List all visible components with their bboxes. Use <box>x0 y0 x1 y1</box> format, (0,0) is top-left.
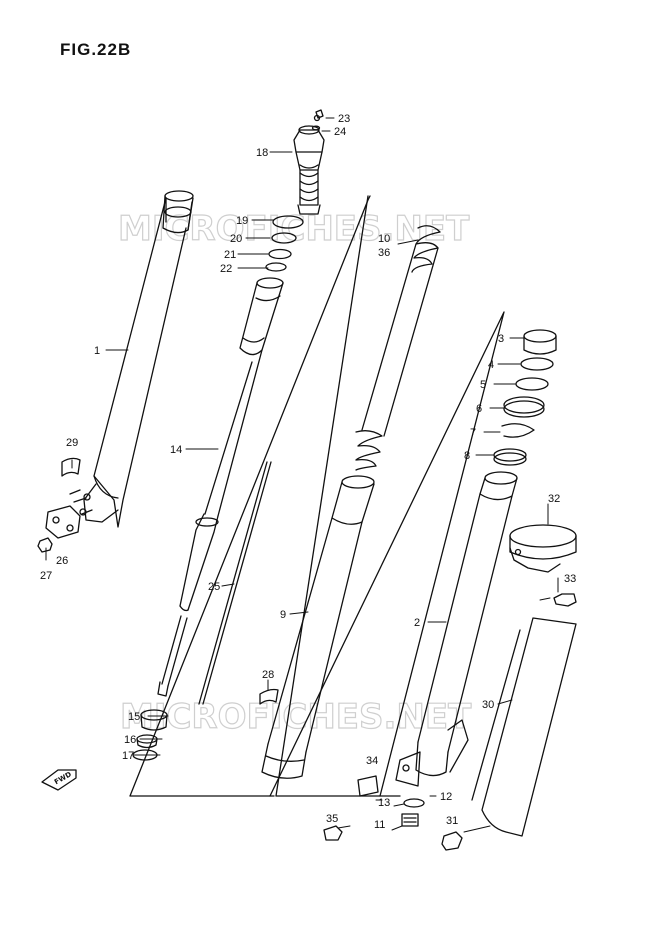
bolt-31 <box>441 831 463 851</box>
label-tag-28 <box>259 688 279 705</box>
callout-16: 16 <box>124 734 136 746</box>
callout-23: 23 <box>338 113 350 125</box>
bushing-15 <box>140 709 168 731</box>
callout-3: 3 <box>498 333 504 345</box>
callout-5: 5 <box>480 379 486 391</box>
callout-25: 25 <box>208 581 220 593</box>
callout-35: 35 <box>326 813 338 825</box>
middle-panel-outline <box>275 195 401 797</box>
callout-9: 9 <box>280 609 286 621</box>
stopper-ring-7 <box>501 423 535 438</box>
callout-31: 31 <box>446 815 458 827</box>
right-panel-outline <box>269 311 505 797</box>
callout-34: 34 <box>366 755 378 767</box>
damper-rod-part <box>157 277 284 697</box>
callout-4: 4 <box>488 359 494 371</box>
callout-28: 28 <box>262 669 274 681</box>
callout-22: 22 <box>220 263 232 275</box>
seal-ring-22 <box>265 262 287 272</box>
callout-12: 12 <box>440 791 452 803</box>
callout-18: 18 <box>256 147 268 159</box>
callout-32: 32 <box>548 493 560 505</box>
small-bolt-part <box>37 537 53 553</box>
callout-2: 2 <box>414 617 420 629</box>
callout-24: 24 <box>334 126 346 138</box>
oil-seal-6 <box>503 396 545 418</box>
callout-19: 19 <box>236 215 248 227</box>
fwd-arrow-icon <box>41 769 77 791</box>
callout-20: 20 <box>230 233 242 245</box>
fwd-label: FWD <box>53 770 73 786</box>
seal-4 <box>520 357 554 371</box>
callout-8: 8 <box>464 450 470 462</box>
clip-ring-20 <box>271 232 297 244</box>
washer-ring-21 <box>268 248 292 260</box>
callout-1: 1 <box>94 345 100 357</box>
watermark-bottom: MICROFICHES.NET <box>120 697 472 737</box>
thin-rod-part <box>198 461 272 705</box>
seal-stack <box>493 329 557 466</box>
spring-part-10 <box>355 225 441 471</box>
callout-numbers: 1234567891011121314151617181920212223242… <box>40 113 576 831</box>
callout-17: 17 <box>122 750 134 762</box>
callout-14: 14 <box>170 444 182 456</box>
callout-26: 26 <box>56 555 68 567</box>
inner-tube-part-9 <box>261 475 375 779</box>
callout-13: 13 <box>378 797 390 809</box>
callout-11: 11 <box>374 819 385 831</box>
callout-21: 21 <box>224 249 236 261</box>
callout-36: 36 <box>378 247 390 259</box>
callout-29: 29 <box>66 437 78 449</box>
bolt-33 <box>553 593 577 607</box>
fork-cap-part <box>293 114 325 215</box>
bolt-35 <box>323 825 343 841</box>
seal-5 <box>515 377 549 391</box>
callout-30: 30 <box>482 699 494 711</box>
callout-33: 33 <box>564 573 576 585</box>
outer-tube-part <box>79 190 194 528</box>
inner-tube-part-2 <box>395 471 518 787</box>
clamp-part-32 <box>509 524 577 573</box>
callout-7: 7 <box>470 427 476 439</box>
callout-10: 10 <box>378 233 390 245</box>
left-panel-outline <box>129 195 371 797</box>
o-ring-19 <box>272 215 304 229</box>
callout-15: 15 <box>128 711 140 723</box>
watermark-top: MICROFICHES.NET <box>118 209 470 249</box>
leader-lines <box>45 117 559 833</box>
washer-8 <box>493 448 527 466</box>
label-tag-part <box>61 457 81 477</box>
valve-11 <box>401 813 419 827</box>
caliper-bracket-part <box>45 489 93 539</box>
washer-12 <box>403 798 425 808</box>
callout-27: 27 <box>40 570 52 582</box>
fork-guard-part-30 <box>471 617 577 837</box>
dust-seal-3 <box>523 329 557 355</box>
callout-6: 6 <box>476 403 482 415</box>
figure-title: FIG.22B <box>60 40 132 59</box>
label-tag-34 <box>357 775 379 797</box>
screw-23 <box>315 109 324 119</box>
